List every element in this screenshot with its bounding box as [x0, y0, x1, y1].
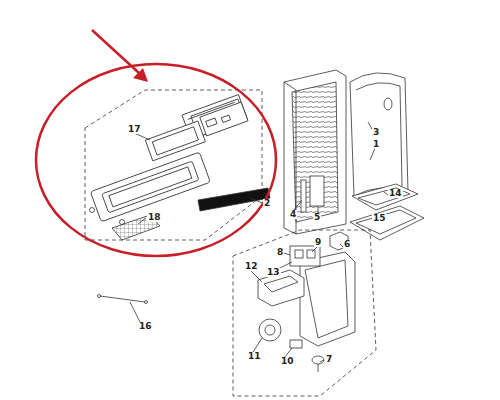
part-outline [290, 340, 302, 348]
part-outline [200, 102, 248, 136]
part-outline [90, 152, 210, 222]
part-outline [98, 295, 101, 298]
part-outline [284, 70, 346, 234]
part-outline [320, 360, 324, 362]
part-outline [138, 218, 146, 224]
part-outline [350, 73, 408, 196]
part-outline [250, 270, 262, 282]
part-outline [301, 180, 306, 212]
callout-number: 2 [263, 199, 271, 208]
part-outline [350, 206, 424, 240]
callout-number: 3 [372, 128, 380, 137]
callout-number: 18 [147, 213, 162, 222]
part-outline [188, 102, 235, 119]
callout-number: 16 [138, 322, 153, 331]
part-outline [352, 184, 418, 210]
part-outline [295, 250, 303, 258]
part-outline [358, 188, 410, 205]
callout-number: 4 [289, 210, 297, 219]
callout-number: 11 [247, 352, 262, 361]
callout-number: 13 [266, 268, 281, 277]
part-outline [284, 82, 296, 90]
part-outline [100, 296, 145, 302]
part-outline [233, 230, 376, 396]
part-outline [85, 70, 424, 396]
callout-number: 14 [388, 189, 403, 198]
part-outline [102, 161, 199, 213]
part-outline [134, 133, 150, 140]
part-outline [294, 200, 302, 210]
part-outline [292, 82, 338, 222]
callout-number: 8 [276, 248, 284, 257]
part-outline [250, 198, 262, 203]
part-outline [307, 250, 315, 258]
callout-number: 9 [314, 238, 322, 247]
part-outline [152, 127, 198, 155]
callout-number: 7 [325, 355, 333, 364]
part-outline [90, 152, 210, 222]
part-outline [384, 98, 392, 110]
part-outline [290, 246, 320, 266]
part-outline [90, 208, 95, 213]
part-outline [259, 319, 281, 341]
callout-number: 5 [313, 213, 321, 222]
part-outline [253, 338, 262, 352]
part-outline [356, 83, 402, 186]
callout-number: 1 [372, 140, 380, 149]
part-outline [92, 30, 139, 73]
part-outline [258, 270, 304, 306]
part-outline [305, 260, 348, 338]
part-outline [85, 90, 262, 240]
part-outline [284, 253, 290, 255]
part-outline [206, 118, 217, 127]
part-outline [221, 115, 230, 122]
callout-number: 17 [127, 125, 142, 134]
callout-number: 6 [343, 240, 351, 249]
callout-number: 15 [372, 214, 387, 223]
part-outline [310, 176, 324, 206]
callout-number: 10 [280, 357, 295, 366]
part-outline [264, 276, 298, 292]
part-outline [36, 64, 276, 256]
part-outline [318, 364, 319, 372]
part-outline [130, 302, 140, 322]
part-outline [133, 68, 148, 82]
part-outline [265, 325, 275, 335]
callout-number: 12 [244, 262, 259, 271]
part-outline [312, 356, 324, 364]
part-outline [145, 301, 148, 304]
part-outline [109, 167, 192, 207]
